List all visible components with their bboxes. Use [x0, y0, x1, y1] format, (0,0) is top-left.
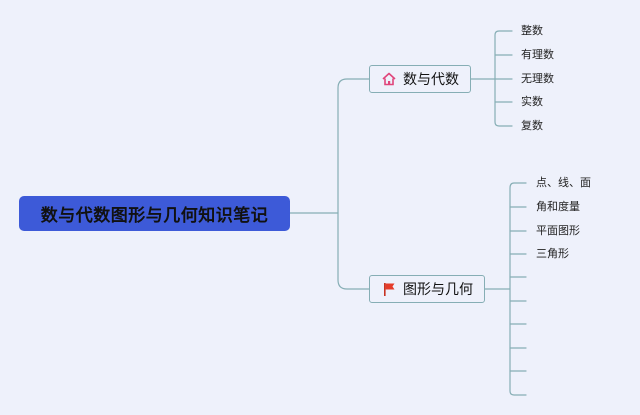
leaf-node[interactable]: 平面图形 [536, 224, 580, 237]
leaf-node[interactable]: 整数 [521, 24, 543, 37]
leaf-node[interactable]: 实数 [521, 95, 543, 108]
flag-icon [381, 281, 397, 297]
leaf-node[interactable]: 三角形 [536, 247, 569, 260]
connector-b1-spine [494, 30, 513, 127]
connector-branch-1 [337, 78, 370, 214]
leaf-node[interactable]: 角和度量 [536, 200, 580, 213]
leaf-node[interactable]: 复数 [521, 119, 543, 132]
branch-node-number-algebra[interactable]: 数与代数 [369, 65, 471, 93]
home-icon [381, 71, 397, 87]
branch-node-geometry[interactable]: 图形与几何 [369, 275, 485, 303]
connector-b2-ticks [509, 206, 527, 372]
connector-branch-2 [337, 212, 370, 290]
leaf-node[interactable]: 点、线、面 [536, 176, 591, 189]
connector-b2-spine [509, 182, 527, 396]
leaf-node[interactable]: 有理数 [521, 48, 554, 61]
root-label: 数与代数图形与几何知识笔记 [40, 206, 269, 226]
connector-b1-ticks [494, 54, 513, 103]
branch-label: 图形与几何 [403, 282, 473, 298]
leaf-node[interactable]: 无理数 [521, 72, 554, 85]
branch-label: 数与代数 [403, 72, 459, 88]
root-node[interactable]: 数与代数图形与几何知识笔记 [19, 196, 290, 231]
